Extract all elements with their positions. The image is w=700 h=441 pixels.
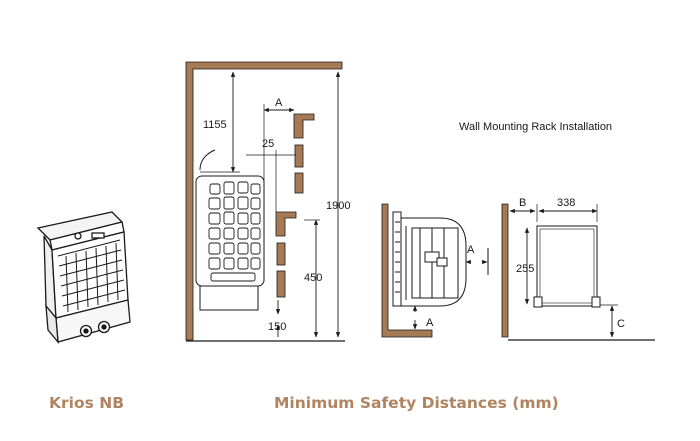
dim-450: 450 bbox=[304, 272, 322, 284]
side-view: A A bbox=[381, 203, 489, 338]
room-walls bbox=[185, 61, 345, 342]
mounting-title: Wall Mounting Rack Installation bbox=[459, 121, 612, 133]
heater-front-view bbox=[195, 149, 265, 311]
mounting-view: B 338 255 C bbox=[501, 197, 655, 341]
dim-b: B bbox=[519, 197, 526, 209]
dim-1900: 1900 bbox=[326, 200, 350, 212]
mounting-wall bbox=[501, 203, 509, 338]
product-name: Krios NB bbox=[49, 394, 124, 412]
wall-left bbox=[185, 61, 343, 341]
dim-25: 25 bbox=[262, 138, 274, 150]
side-wall bbox=[381, 203, 433, 338]
dim-a-top: A bbox=[275, 97, 283, 109]
dim-1155: 1155 bbox=[203, 119, 227, 131]
dim-c: C bbox=[617, 318, 625, 330]
dim-255: 255 bbox=[516, 263, 534, 275]
safety-caption: Minimum Safety Distances (mm) bbox=[274, 394, 559, 412]
dim-150: 150 bbox=[268, 321, 286, 333]
heater-illustration bbox=[36, 211, 131, 344]
dim-a-right: A bbox=[467, 244, 475, 256]
dim-338: 338 bbox=[557, 197, 575, 209]
dimension-labels-room: 1155 A 25 1900 450 150 bbox=[203, 97, 350, 333]
dim-a-bottom: A bbox=[426, 317, 434, 329]
dimension-lines-room bbox=[200, 71, 341, 338]
bench-blocks bbox=[275, 113, 315, 298]
